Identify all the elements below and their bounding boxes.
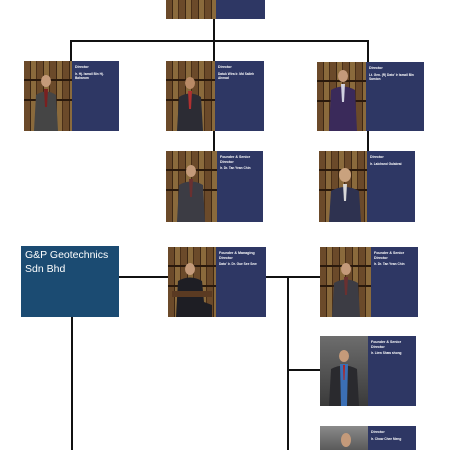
card-role: Director <box>369 66 383 70</box>
card-role: Director <box>370 155 384 159</box>
card-right-1: Founder & Senior Director Ir. Dr. Tan Ye… <box>320 247 418 317</box>
connector-branch-r2 <box>287 369 321 371</box>
card-name: Datuk Wira Ir. Md Salleh Ahmad <box>218 71 255 80</box>
card-name: Lt. Gen. (R) Dato' Ir Ismail Bin Samion <box>369 72 414 81</box>
card-director-3: Director Lt. Gen. (R) Dato' Ir Ismail Bi… <box>317 62 424 131</box>
person-silhouette-icon <box>177 165 205 222</box>
card-role: Founder & Senior Director <box>371 340 402 349</box>
card-name: Ir. Liew Shaw shong <box>371 351 402 356</box>
connector-md-to-right <box>265 276 321 278</box>
card-right-2: Founder & Senior Director Ir. Liew Shaw … <box>320 336 416 406</box>
connector-company-to-md <box>119 276 169 278</box>
connector-right-drop <box>367 40 369 62</box>
card-name: Ir. Chow Chee Meng <box>371 436 402 441</box>
photo-right-2 <box>320 336 368 406</box>
photo-right-3 <box>320 426 368 450</box>
connector-right-to-director <box>367 131 369 152</box>
photo-top <box>166 0 216 19</box>
card-name: Ir. Dr. Tan Yean Chin <box>374 262 405 267</box>
card-right-3: Director Ir. Chow Chee Meng <box>320 426 416 450</box>
person-silhouette-icon <box>177 77 203 131</box>
card-role: Director <box>75 65 89 69</box>
card-managing-director: Founder & Managing Director Dato' Ir. Dr… <box>168 247 266 317</box>
card-name: Ir. Hj. Ismail Bin Hj. Baharom <box>75 71 104 80</box>
card-role: Founder & Senior Director <box>220 155 251 164</box>
person-silhouette-icon <box>172 263 212 317</box>
connector-top-vertical <box>213 19 215 41</box>
card-founder-1: Founder & Senior Director Ir. Dr. Tan Ye… <box>166 151 263 222</box>
person-silhouette-icon <box>329 168 361 222</box>
person-silhouette-icon <box>332 263 360 317</box>
card-name: Dato' Ir. Dr. Gue See Sew <box>219 262 257 267</box>
card-top <box>166 0 265 19</box>
photo-director-4 <box>319 151 367 222</box>
card-name: Ir. Lalchand Gulabrai <box>370 161 402 166</box>
photo-managing-director <box>168 247 216 317</box>
connector-left-drop <box>70 40 72 62</box>
connector-top-horizontal <box>70 40 368 42</box>
photo-director-3 <box>317 62 366 131</box>
person-silhouette-icon <box>341 433 351 447</box>
photo-founder-1 <box>166 151 217 222</box>
person-silhouette-icon <box>329 350 359 406</box>
company-box: G&P Geotechnics Sdn Bhd <box>21 246 119 317</box>
photo-director-1 <box>24 61 72 131</box>
card-role: Director <box>218 65 232 69</box>
company-name: G&P Geotechnics Sdn Bhd <box>25 249 109 275</box>
person-silhouette-icon <box>329 70 357 131</box>
connector-center-to-founder <box>213 131 215 152</box>
card-name: Ir. Dr. Tan Yean Chin <box>220 166 251 171</box>
photo-director-2 <box>166 61 215 131</box>
photo-right-1 <box>320 247 371 317</box>
card-director-2: Director Datuk Wira Ir. Md Salleh Ahmad <box>166 61 264 131</box>
connector-center-drop <box>213 40 215 62</box>
card-role: Founder & Senior Director <box>374 251 405 260</box>
card-director-4: Director Ir. Lalchand Gulabrai <box>319 151 415 222</box>
card-director-1: Director Ir. Hj. Ismail Bin Hj. Baharom <box>24 61 119 131</box>
card-role: Director <box>371 430 385 434</box>
person-silhouette-icon <box>34 75 58 131</box>
card-role: Founder & Managing Director <box>219 251 255 260</box>
connector-right-trunk <box>287 276 289 450</box>
connector-company-trunk <box>71 317 73 450</box>
